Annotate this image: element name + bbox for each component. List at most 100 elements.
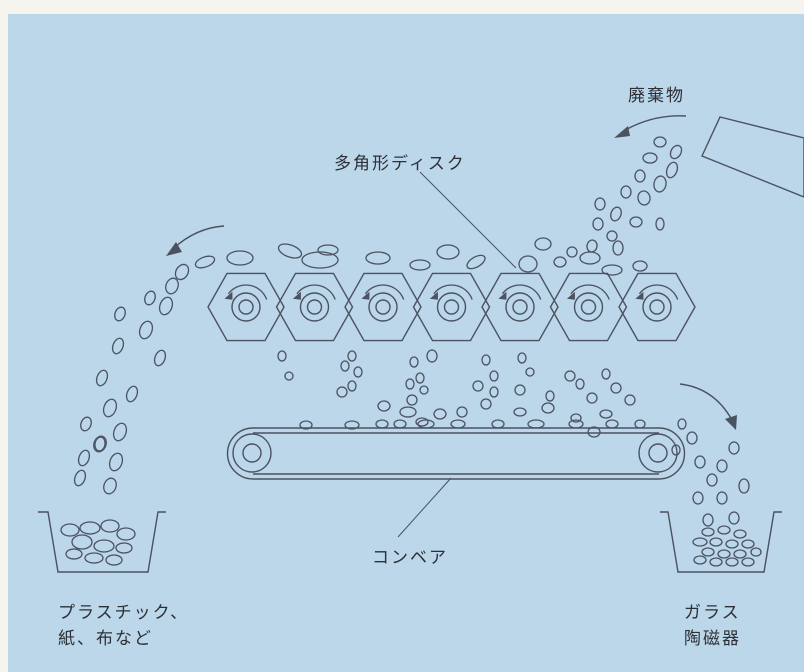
hexagon-outline (549, 272, 628, 342)
waste-piece (701, 527, 715, 537)
conveyor-belt (226, 427, 686, 480)
polygon-disk (207, 272, 285, 342)
disk-hub (580, 299, 597, 315)
hexagon-outline (275, 272, 354, 342)
waste-piece (436, 244, 460, 260)
glass-ceramic-label: ガラス 陶磁器 (684, 600, 741, 653)
waste-piece (733, 529, 747, 539)
waste-piece (377, 400, 391, 412)
waste-piece (93, 539, 115, 553)
waste-piece (716, 459, 728, 473)
waste-piece (466, 254, 486, 270)
waste-piece (541, 402, 555, 414)
plastic-bin (38, 511, 166, 573)
rotation-arrow-icon (498, 284, 542, 300)
glass-label-line2: 陶磁器 (684, 629, 741, 650)
waste-piece (226, 250, 254, 266)
waste-piece (375, 419, 389, 429)
disk-leader-line (419, 171, 517, 269)
waste-piece (138, 320, 154, 340)
waste-piece (694, 455, 706, 469)
waste-piece (115, 542, 133, 554)
waste-piece (393, 419, 407, 429)
waste-piece (489, 386, 499, 398)
waste-piece (94, 436, 106, 452)
waste-piece (153, 349, 167, 367)
hexagon-outline (207, 272, 285, 342)
waste-piece (347, 380, 357, 392)
waste-piece (642, 152, 658, 164)
polygon-disk (412, 272, 491, 342)
waste-piece (634, 419, 646, 429)
waste-piece (750, 547, 762, 557)
waste-piece (599, 409, 613, 419)
hexagon-outline (412, 272, 491, 342)
waste-piece (513, 407, 527, 417)
waste-piece (284, 371, 294, 381)
waste-piece (79, 521, 101, 535)
waste-piece (65, 548, 83, 560)
waste-piece (553, 256, 567, 268)
hexagon-outline (618, 272, 696, 342)
waste-piece (93, 435, 107, 453)
waste-piece (693, 555, 707, 565)
waste-piece (534, 237, 552, 251)
waste-piece (415, 372, 425, 384)
polygon-disk (549, 272, 628, 342)
waste-piece (336, 386, 348, 398)
waste-piece (406, 394, 418, 406)
waste-piece (637, 190, 651, 206)
waste-piece (158, 296, 174, 316)
rotation-arrow-icon (635, 284, 679, 300)
plastic-paper-cloth-label: プラスチック、 紙、布など (58, 600, 189, 653)
waste-piece (629, 216, 643, 228)
conveyor-leader-line (397, 477, 452, 538)
waste-piece (277, 350, 287, 362)
disk-outer-ring (573, 292, 604, 322)
waste-piece (527, 419, 545, 429)
waste-piece (518, 255, 538, 273)
waste-piece (194, 255, 216, 269)
waste-piece (701, 547, 715, 557)
waste-piece (692, 537, 708, 547)
waste-piece (525, 367, 535, 377)
waste-piece (601, 264, 623, 276)
waste-piece (624, 394, 636, 406)
waste-piece (111, 337, 125, 355)
waste-piece (108, 452, 124, 472)
waste-piece (426, 349, 438, 363)
waste-piece (472, 380, 484, 392)
rotation-arrow-icon (224, 284, 268, 300)
waste-piece (340, 360, 350, 372)
waste-piece (301, 251, 339, 269)
waste-piece (620, 185, 632, 199)
polygon-disk (481, 272, 559, 342)
polygon-disk (618, 272, 696, 342)
waste-piece (725, 539, 739, 549)
waste-piece (480, 398, 492, 410)
waste-piece (579, 251, 601, 265)
waste-piece (566, 246, 578, 258)
hexagon-outline (344, 272, 422, 342)
waste-label: 廃棄物 (628, 86, 685, 106)
polygon-disk (275, 272, 354, 342)
waste-piece (415, 417, 429, 427)
waste-piece (610, 206, 622, 222)
waste-piece (116, 527, 136, 541)
disk-outer-ring (642, 292, 672, 322)
plastic-label-line2: 紙、布など (58, 629, 153, 650)
conveyor-label: コンベア (372, 548, 448, 568)
waste-piece (564, 370, 576, 382)
waste-piece (610, 382, 622, 394)
waste-piece (709, 557, 723, 567)
disk-hub (649, 299, 665, 315)
polygon-disk (344, 272, 422, 342)
waste-piece (100, 519, 120, 533)
waste-piece (632, 260, 648, 272)
waste-piece (671, 444, 681, 456)
waste-piece (456, 406, 468, 418)
waste-piece (77, 449, 91, 467)
conveyor-right-pulley (638, 433, 678, 473)
plastic-label-line1: プラスチック、 (58, 603, 190, 623)
hexagon-outline (481, 272, 559, 342)
